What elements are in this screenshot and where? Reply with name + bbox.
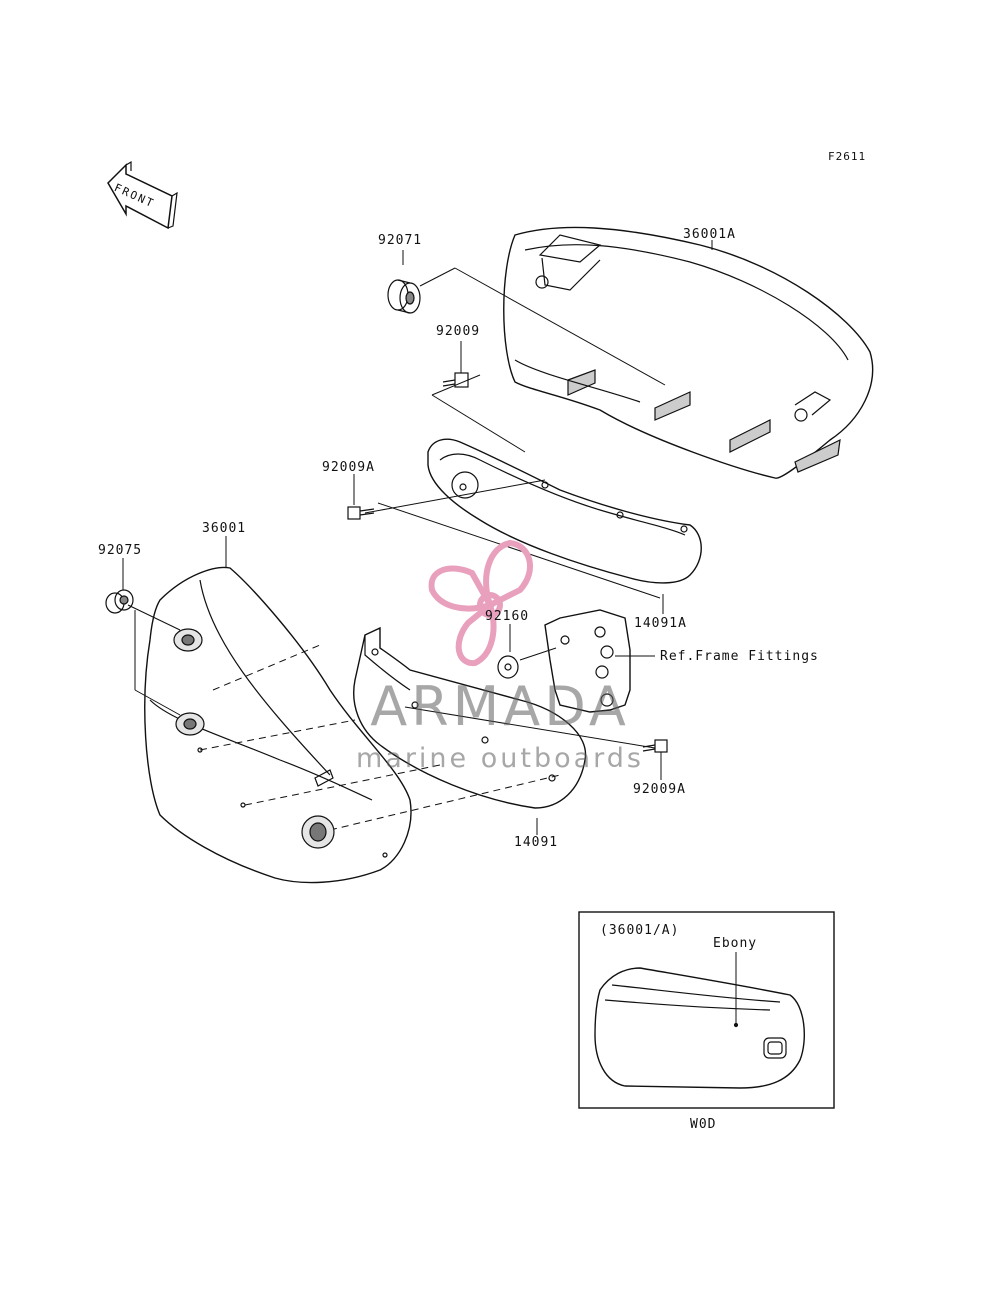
bracket-14091A bbox=[427, 438, 702, 584]
watermark-propeller-icon bbox=[428, 539, 533, 667]
leader-lines bbox=[122, 240, 737, 1025]
label-92071: 92071 bbox=[378, 233, 423, 248]
label-92009A-bottom: 92009A bbox=[633, 782, 686, 797]
figure-code: F2611 bbox=[828, 150, 867, 163]
bracket-14091 bbox=[353, 626, 587, 809]
watermark-title: ARMADA bbox=[370, 675, 630, 738]
label-14091A: 14091A bbox=[634, 616, 687, 631]
label-ref-frame-fittings: Ref.Frame Fittings bbox=[660, 649, 819, 664]
label-36001: 36001 bbox=[202, 521, 247, 536]
grommet-92075 bbox=[105, 589, 134, 614]
watermark-subtitle: marine outboards bbox=[355, 743, 644, 774]
bolt-92009A-top bbox=[347, 506, 375, 520]
frame-fitting-bracket bbox=[544, 609, 631, 713]
inset-caption: W0D bbox=[690, 1117, 717, 1132]
side-cover-36001A bbox=[503, 226, 874, 479]
washer-92160 bbox=[497, 655, 519, 679]
label-92009A-top: 92009A bbox=[322, 460, 375, 475]
bolt-92009A-bottom bbox=[642, 739, 668, 753]
label-36001A: 36001A bbox=[683, 227, 736, 242]
label-92009: 92009 bbox=[436, 324, 481, 339]
bolt-92009 bbox=[442, 372, 469, 388]
label-14091: 14091 bbox=[514, 835, 559, 850]
inset-color-label: Ebony bbox=[713, 936, 758, 951]
inset-ebony-variant bbox=[578, 911, 835, 1109]
label-92075: 92075 bbox=[98, 543, 143, 558]
label-92160: 92160 bbox=[485, 609, 530, 624]
front-arrow-icon bbox=[107, 160, 178, 230]
side-cover-36001 bbox=[144, 566, 412, 884]
inset-title: (36001/A) bbox=[600, 923, 680, 938]
grommet-92071 bbox=[387, 279, 421, 314]
